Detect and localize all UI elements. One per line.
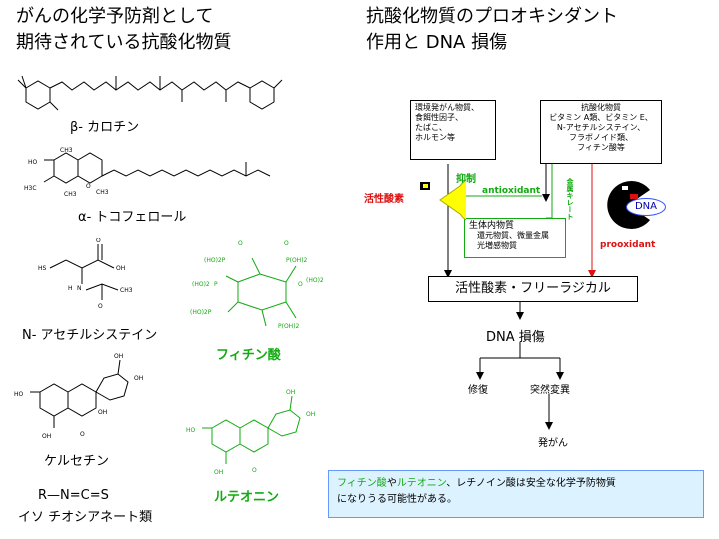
nac-oh: OH: [116, 265, 125, 272]
quercetin-structure: HO OH OH OH OH O: [14, 353, 143, 440]
tocopherol-h3c: H3C: [24, 185, 37, 192]
tocopherol-ch3-ring: CH3: [96, 189, 109, 196]
right-title-line1: 抗酸化物質のプロオキシダント: [366, 6, 618, 27]
isothiocyanate-formula: R—N=C=S: [38, 488, 109, 503]
phytic-oh2-1: (HO)2: [306, 277, 324, 284]
phytic-o-1: O: [238, 240, 243, 247]
tocopherol-label: α- トコフェロール: [78, 210, 187, 225]
box-biosubstance-title: 生体内物質: [469, 221, 515, 231]
carcinogenesis-label: 発がん: [538, 438, 568, 449]
note-line1: フィチン酸やルテオニン、レチノイン酸は安全な化学予防物質: [337, 476, 695, 492]
luteolin-label: ルテオニン: [214, 490, 280, 505]
note-rest1: 、レチノイン酸は安全な化学予防物質: [446, 478, 616, 489]
box-biosubstance-line2: 光増感物質: [477, 241, 517, 250]
box-antioxidant-line1: ビタミン A類、ビタミン E、: [549, 113, 653, 122]
active-oxygen-label: 活性酸素: [364, 194, 404, 205]
phytic-poh2-2: P(OH)2: [278, 323, 300, 330]
box-antioxidant: 抗酸化物質 ビタミン A類、ビタミン E、 N-アセチルシステイン、 フラボノイ…: [540, 100, 662, 164]
quercetin-oh-1: OH: [114, 353, 123, 360]
dna-pacman-icon: [607, 181, 650, 229]
nac-h: H: [68, 285, 73, 292]
note-box: フィチン酸やルテオニン、レチノイン酸は安全な化学予防物質 になりうる可能性がある…: [328, 470, 704, 518]
nac-n: N: [77, 285, 82, 292]
prooxidant-label: prooxidant: [600, 240, 656, 250]
nac-o-bottom: O: [98, 303, 103, 310]
phytic-acid-structure: O O (HO)2P P(OH)2 (HO)2 P O (HO)2 (HO)2P…: [190, 240, 324, 330]
beta-carotene-label: β- カロチン: [70, 120, 140, 135]
nac-label: N- アセチルシステイン: [22, 328, 158, 343]
left-title: がんの化学予防剤として 期待されている抗酸化物質: [16, 4, 231, 56]
quercetin-o: O: [80, 431, 85, 438]
dna-damage-label: DNA 損傷: [486, 330, 545, 345]
right-title: 抗酸化物質のプロオキシダント 作用と DNA 損傷: [366, 4, 618, 56]
tocopherol-ho: HO: [28, 159, 38, 166]
box-antioxidant-line2: N-アセチルシステイン、: [556, 123, 646, 132]
quercetin-oh-4: OH: [42, 433, 51, 440]
note-luteolin: ルテオニン: [396, 478, 447, 489]
note-sep1: や: [386, 478, 397, 489]
quercetin-oh-2: OH: [134, 375, 143, 382]
nac-o-top: O: [96, 238, 101, 244]
luteolin-oh-2: OH: [306, 411, 315, 418]
box-carcinogen-line1: 環境発がん物質、: [415, 103, 479, 112]
box-biosubstance-line1: 還元物質、微量金属: [477, 231, 549, 240]
phytic-p-1: P: [214, 281, 218, 288]
box-carcinogen-line2: 食餌性因子、: [415, 113, 463, 122]
nac-structure: HS O OH H N CH3 O: [38, 238, 133, 310]
tocopherol-structure: HO CH3 H3C CH3 O CH3: [24, 147, 271, 198]
quercetin-label: ケルセチン: [44, 454, 110, 469]
inhibit-label: 抑制: [456, 174, 476, 185]
dna-bubble: DNA: [626, 198, 666, 216]
phytic-ho2p-1: (HO)2P: [204, 257, 226, 264]
phytic-ho2p-2: (HO)2P: [190, 309, 212, 316]
luteolin-oh-3: OH: [214, 469, 223, 476]
note-line2: になりうる可能性がある。: [337, 494, 457, 505]
box-carcinogen-line4: ホルモン等: [415, 133, 455, 142]
tocopherol-o: O: [86, 183, 91, 190]
box-antioxidant-line4: フィチン酸等: [577, 143, 625, 152]
left-title-line1: がんの化学予防剤として: [16, 6, 214, 27]
right-title-line2: 作用と DNA 損傷: [366, 32, 508, 53]
tocopherol-ch3-bottom: CH3: [64, 191, 77, 198]
phytic-acid-label: フィチン酸: [216, 348, 281, 363]
active-oxygen-pacman-icon: [420, 179, 466, 221]
left-title-line2: 期待されている抗酸化物質: [16, 32, 232, 53]
beta-carotene-structure: [17, 75, 283, 111]
box-biosubstance: 生体内物質 還元物質、微量金属 光増感物質: [464, 218, 566, 258]
phytic-o-3: O: [298, 281, 303, 288]
luteolin-oh-1: OH: [286, 389, 295, 396]
mutation-label: 突然変異: [530, 385, 570, 396]
repair-label: 修復: [468, 385, 488, 396]
nac-ch3: CH3: [120, 287, 133, 294]
metal-chelate-label: 金属キレート: [566, 178, 574, 220]
antioxidant-arrow-label: antioxidant: [482, 186, 541, 196]
tocopherol-ch3-top: CH3: [60, 147, 73, 154]
phytic-poh2-1: P(OH)2: [286, 257, 308, 264]
luteolin-o: O: [252, 467, 257, 474]
box-carcinogen-line3: たばこ、: [415, 123, 447, 132]
box-antioxidant-title: 抗酸化物質: [581, 103, 621, 112]
quercetin-oh-3: OH: [98, 409, 107, 416]
luteolin-structure: HO OH OH OH O: [186, 389, 315, 476]
isothiocyanate-label: イソ チオシアネート類: [18, 510, 153, 525]
box-antioxidant-line3: フラボノイド類、: [569, 133, 633, 142]
mechanism-arrows: [444, 164, 596, 430]
luteolin-ho-1: HO: [186, 427, 196, 434]
box-carcinogen: 環境発がん物質、 食餌性因子、 たばこ、 ホルモン等: [410, 100, 496, 160]
phytic-o-2: O: [284, 240, 289, 247]
quercetin-ho-1: HO: [14, 391, 24, 398]
radical-box: 活性酸素・フリーラジカル: [428, 276, 638, 302]
phytic-ho2-1: (HO)2: [192, 281, 210, 288]
nac-hs: HS: [38, 265, 47, 272]
note-phytic: フィチン酸: [337, 478, 387, 489]
